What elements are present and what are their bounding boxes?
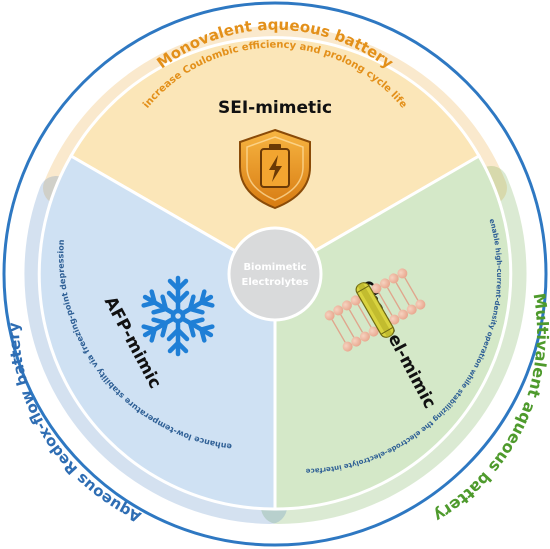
segment-label-sei: SEI-mimetic [218, 98, 332, 118]
center-circle [227, 226, 323, 322]
battery-shield-icon [239, 128, 311, 210]
center-label-line2: Electrolytes [241, 277, 308, 288]
snowflake-icon [141, 275, 216, 354]
center-label-line1: Biomimetic [243, 262, 306, 273]
segment-afp-mimic [37, 153, 277, 511]
lipid-bilayer-icon [324, 268, 426, 352]
